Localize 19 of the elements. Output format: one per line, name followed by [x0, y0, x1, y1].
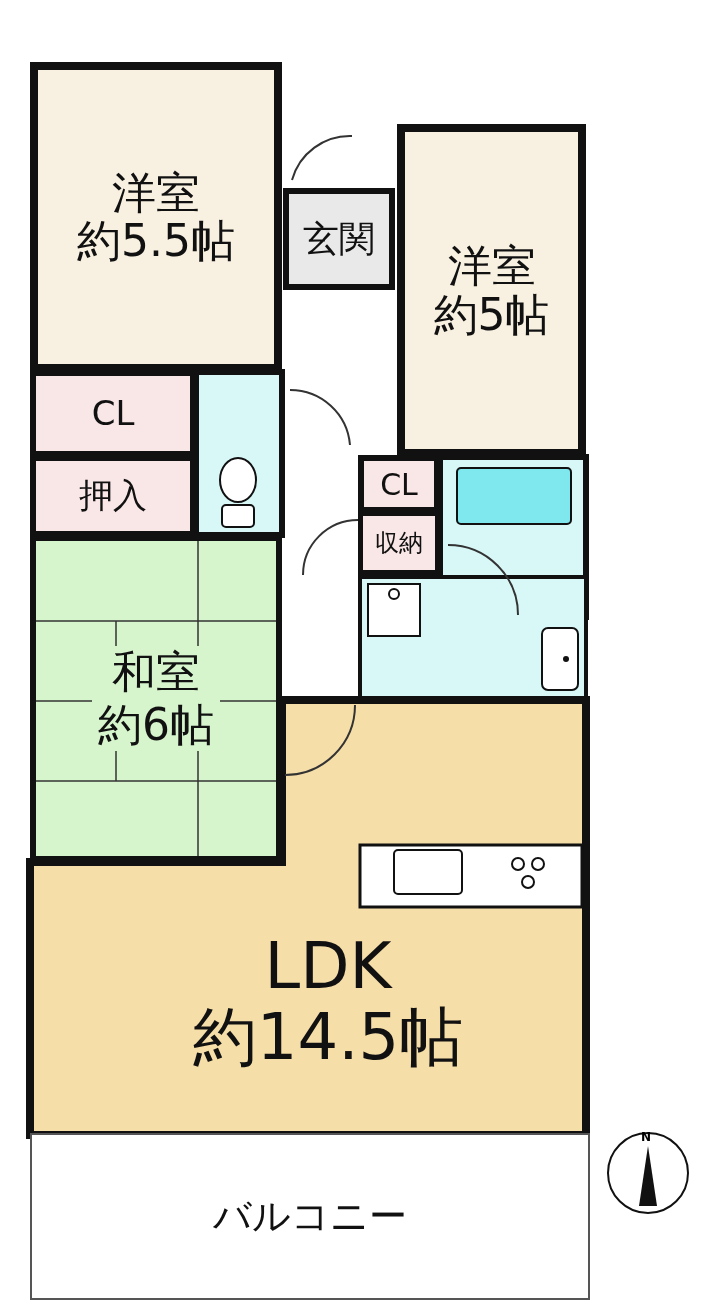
- western-room: [30, 62, 282, 372]
- room-name: 玄関: [303, 219, 375, 259]
- room-name: LDK: [264, 931, 392, 1002]
- western-room: [397, 124, 586, 457]
- room-name: CL: [380, 467, 418, 501]
- room-name: 押入: [79, 477, 147, 515]
- room-size: 約5.5帖: [77, 217, 235, 266]
- closet: [358, 455, 440, 513]
- balcony: [30, 1133, 590, 1300]
- room-size: 約14.5帖: [192, 1001, 464, 1072]
- room-name: CL: [91, 394, 135, 433]
- entrance-hall: [283, 188, 395, 290]
- north-label: N: [641, 1130, 652, 1144]
- room-name: 収納: [375, 529, 423, 557]
- room-size: 約5帖: [433, 290, 550, 339]
- room-name: バルコニー: [213, 1195, 407, 1238]
- room-size: 約6帖: [92, 698, 220, 751]
- room-name: 洋室: [447, 242, 536, 291]
- room-name: 洋室: [112, 168, 200, 217]
